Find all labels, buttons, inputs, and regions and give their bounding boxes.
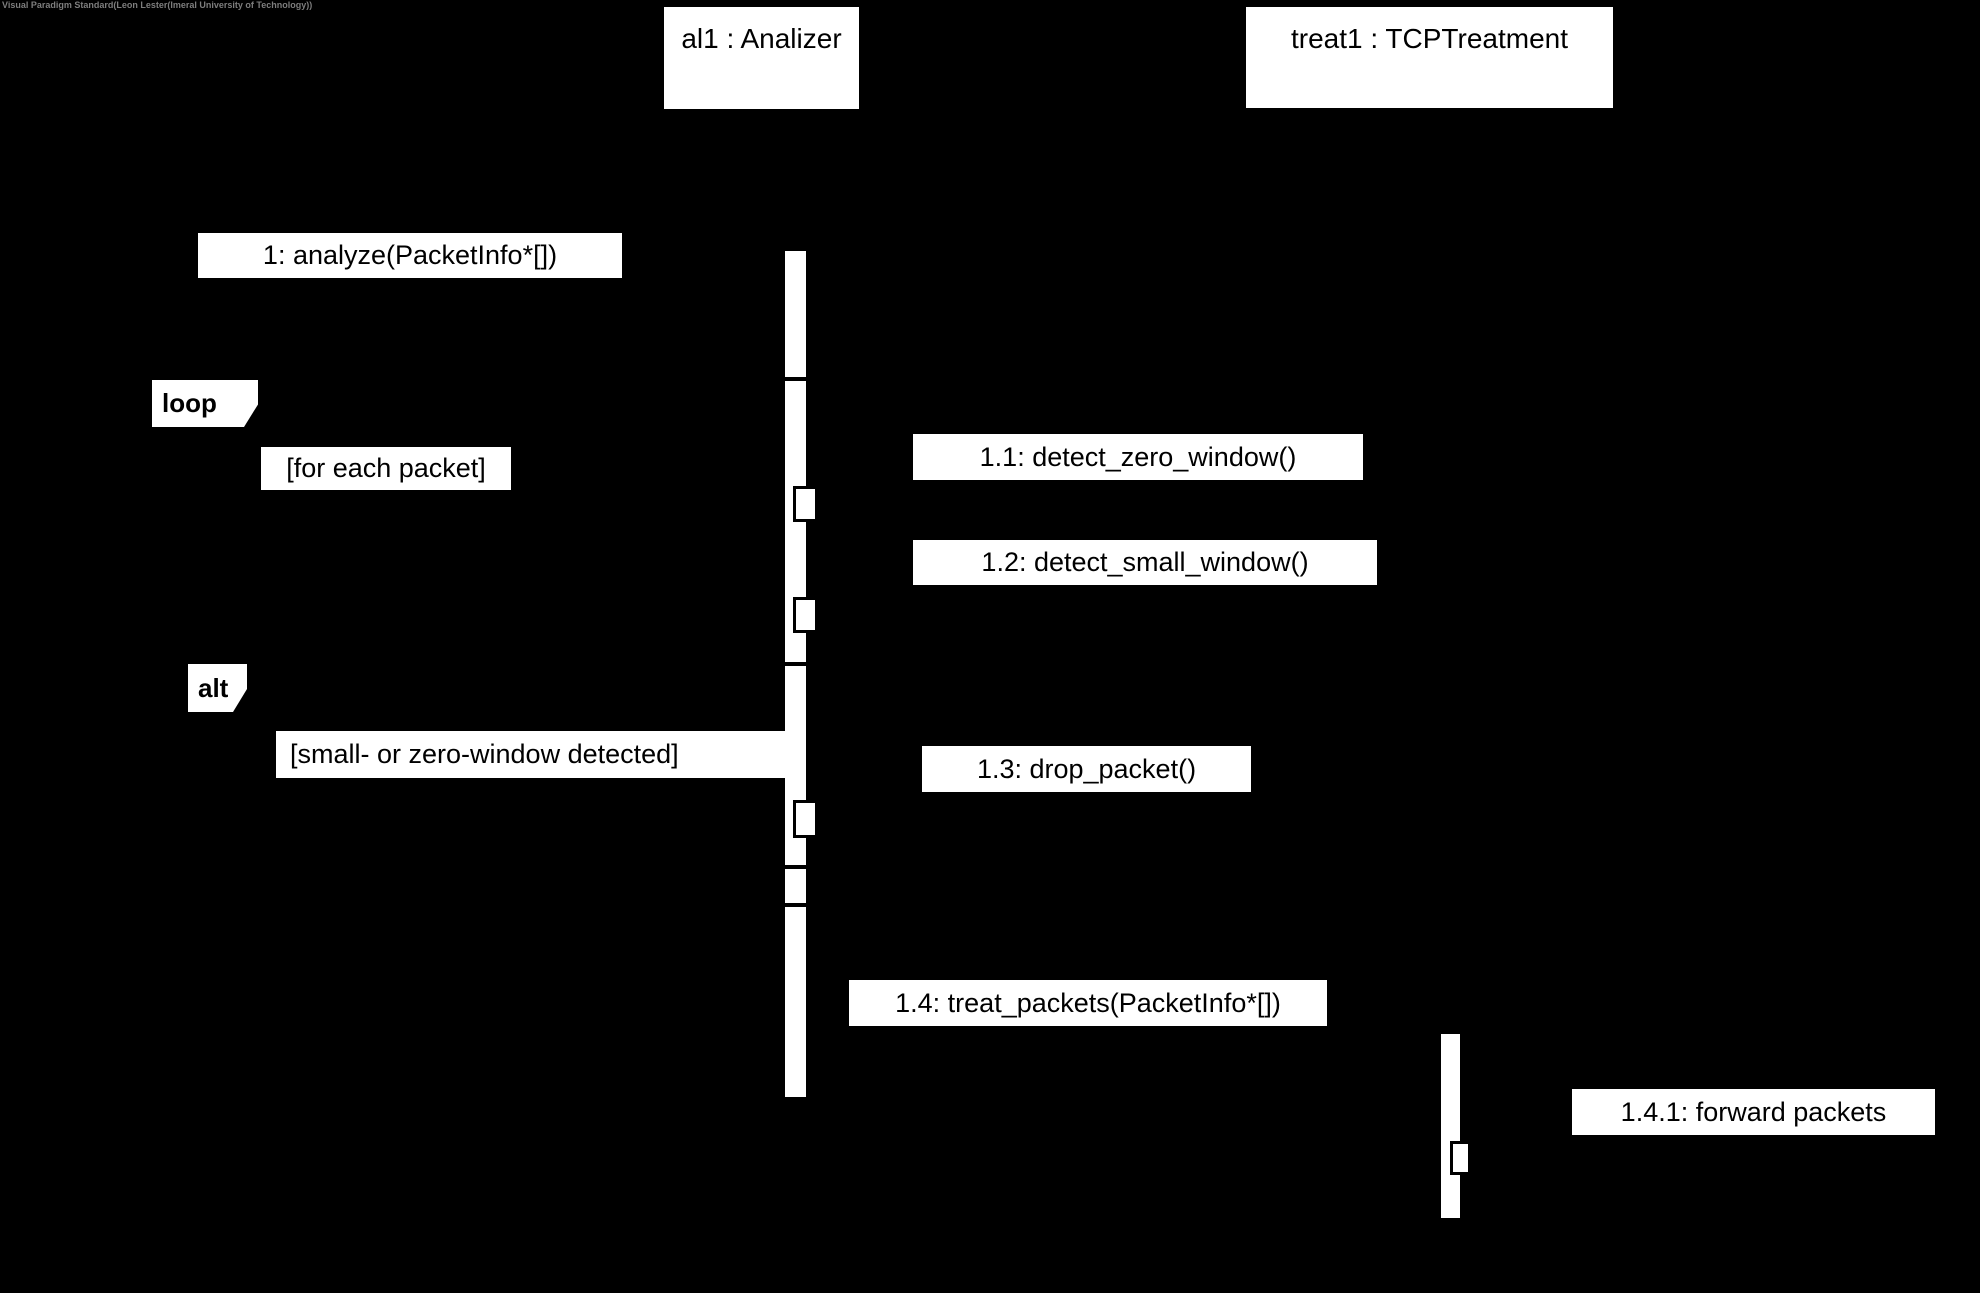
nested-activation-drop-packet	[793, 800, 818, 838]
message-label-detect-zero-window: 1.1: detect_zero_window()	[913, 434, 1363, 480]
lifeline-head-al1-analizer: al1 : Analizer	[664, 7, 859, 109]
lifeline-label-treat1: treat1 : TCPTreatment	[1291, 23, 1568, 54]
fragment-operator-alt: alt	[188, 664, 247, 712]
activation-segment-divider	[785, 662, 806, 666]
fragment-guard-small-or-zero-window-detected: [small- or zero-window detected]	[276, 731, 792, 778]
message-label-drop-packet: 1.3: drop_packet()	[922, 746, 1251, 792]
lifeline-head-treat1-tcptreatment: treat1 : TCPTreatment	[1246, 7, 1613, 108]
lifeline-label-al1: al1 : Analizer	[681, 23, 842, 54]
activation-bar-al1	[785, 251, 806, 1097]
visual-paradigm-watermark: Visual Paradigm Standard(Leon Lester(Ime…	[2, 0, 313, 10]
fragment-guard-for-each-packet: [for each packet]	[261, 447, 511, 490]
nested-activation-forward-packets	[1450, 1141, 1471, 1175]
lifeline-dashed-line-treat1	[1449, 108, 1451, 1293]
activation-segment-divider	[785, 865, 806, 869]
message-label-detect-small-window: 1.2: detect_small_window()	[913, 540, 1377, 585]
activation-bar-treat1	[1441, 1034, 1460, 1218]
message-label-treat-packets: 1.4: treat_packets(PacketInfo*[])	[849, 980, 1327, 1026]
message-label-forward-packets: 1.4.1: forward packets	[1572, 1089, 1935, 1135]
activation-segment-divider	[785, 903, 806, 907]
activation-segment-divider	[785, 377, 806, 381]
fragment-operator-loop: loop	[152, 380, 258, 427]
message-label-analyze: 1: analyze(PacketInfo*[])	[198, 233, 622, 278]
nested-activation-detect-zero-window	[793, 486, 818, 522]
nested-activation-detect-small-window	[793, 597, 818, 633]
